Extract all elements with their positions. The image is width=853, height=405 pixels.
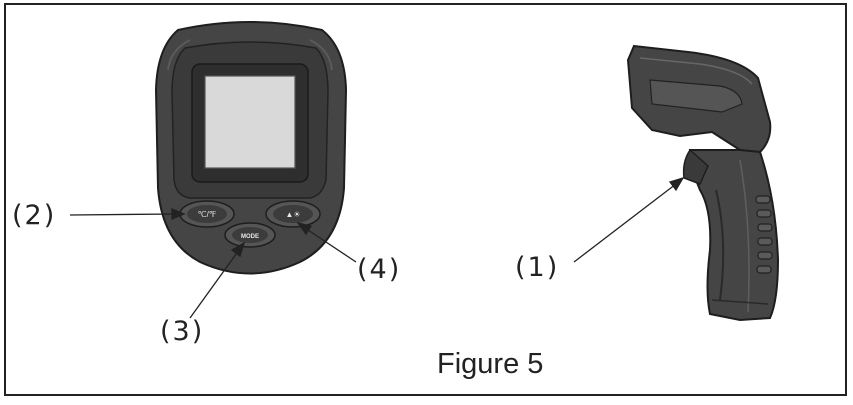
unit-button-label: ℃/℉ <box>198 210 217 219</box>
laser-button-label: ▲☀ <box>285 210 300 219</box>
callout-3: (3) <box>160 316 205 347</box>
figure-caption: Figure 5 <box>437 348 544 380</box>
lcd-screen <box>204 75 296 169</box>
figure-frame <box>4 3 847 396</box>
trigger <box>682 148 709 185</box>
callout-1: (1) <box>515 252 560 283</box>
unit-button <box>179 200 235 228</box>
leader-lines <box>69 176 685 319</box>
laser-backlight-button <box>265 200 321 228</box>
mode-button <box>224 222 276 248</box>
mode-button-label: MODE <box>241 234 259 240</box>
thermometer-front-view: ℃/℉ MODE ▲☀ <box>154 21 348 275</box>
callout-4: (4) <box>357 254 402 285</box>
thermometer-side-view <box>626 44 780 322</box>
callout-2: (2) <box>12 200 57 231</box>
